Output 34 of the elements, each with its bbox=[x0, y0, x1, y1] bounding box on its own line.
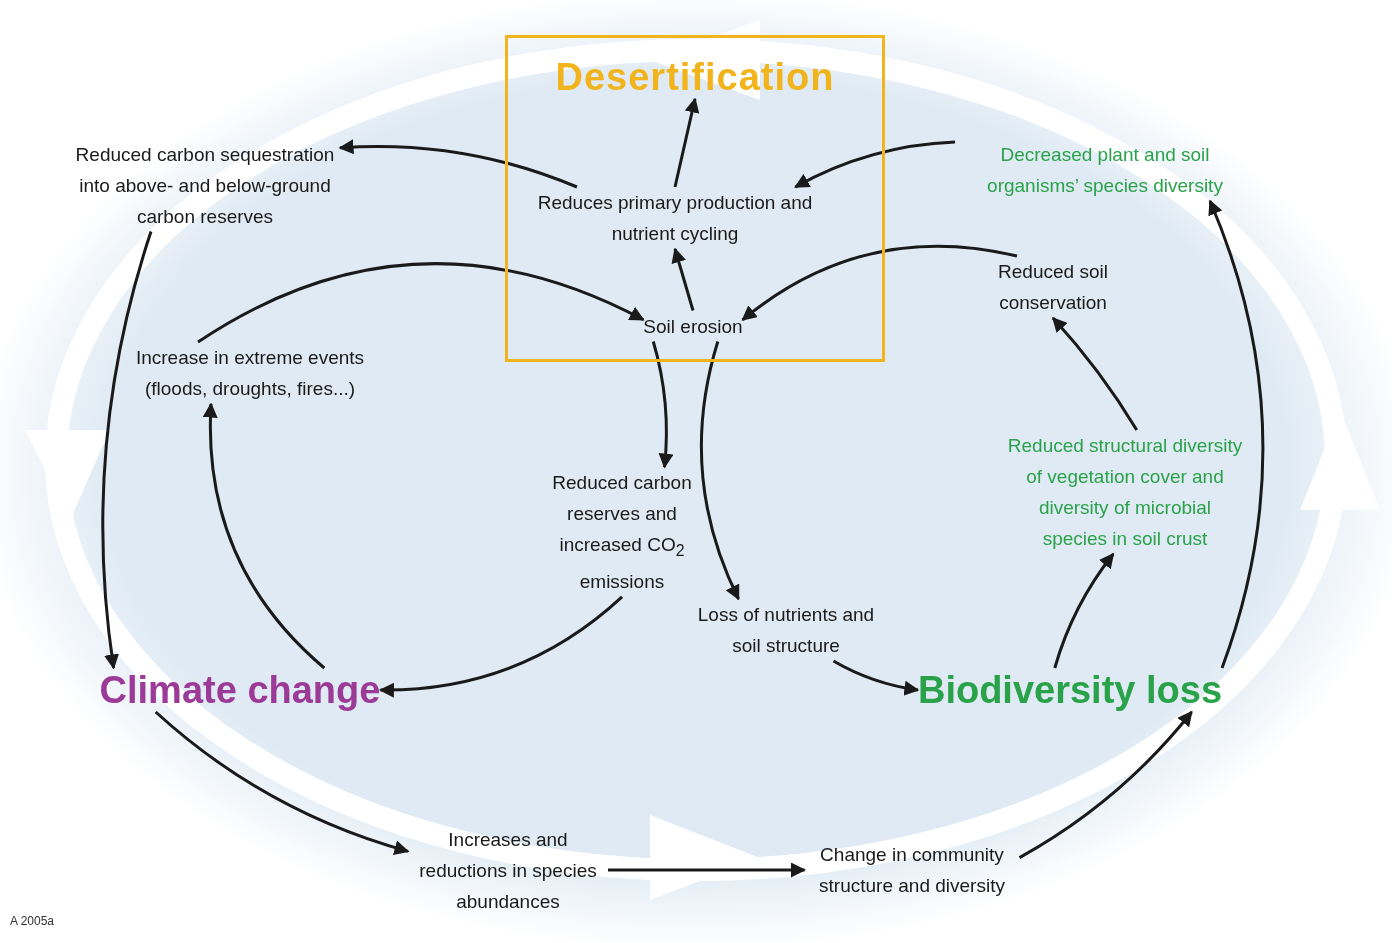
effect-text: Decreased plant and soil organisms’ species diversity bbox=[955, 139, 1255, 201]
arrow bbox=[203, 402, 326, 670]
arrow bbox=[832, 659, 920, 696]
effect-text: Soil erosion bbox=[643, 310, 743, 342]
effect-text: Reduced carbon reserves and increased CO$_{2}$ emissions bbox=[537, 467, 707, 597]
effect-text: Reduced carbon sequestration into above- and below-ground carbon reserves bbox=[70, 138, 340, 232]
heading: Desertification bbox=[555, 56, 835, 99]
arrow bbox=[673, 97, 700, 188]
effect-text: Reduced structural diversity of vegetation cover and diversity of microbial species in soil crust bbox=[1007, 430, 1243, 554]
arrow bbox=[338, 139, 578, 189]
arrow bbox=[1051, 316, 1139, 431]
figure-code: A 2005a bbox=[10, 914, 55, 928]
effect-text: Reduced soil conservation bbox=[963, 256, 1143, 318]
arrow bbox=[608, 862, 806, 878]
main-driver-title: Climate change bbox=[99, 668, 381, 712]
arrow bbox=[154, 710, 410, 855]
arrow bbox=[1053, 552, 1115, 669]
arrow bbox=[1208, 199, 1265, 669]
effect-text: Increases and reductions in species abundances bbox=[408, 823, 608, 917]
arrow bbox=[651, 341, 674, 469]
main-driver-title: Biodiversity loss bbox=[917, 668, 1223, 712]
arrow bbox=[741, 244, 1018, 321]
arrow bbox=[671, 247, 695, 311]
effect-text: Change in community structure and diversity bbox=[804, 839, 1020, 901]
desertification-box bbox=[505, 35, 885, 362]
arrow bbox=[197, 262, 645, 344]
effect-text: Reduces primary production and nutrient cycling bbox=[535, 187, 815, 249]
effect-text: Loss of nutrients and soil structure bbox=[691, 599, 881, 661]
arrow bbox=[101, 231, 153, 670]
arrow bbox=[699, 341, 740, 601]
arrow bbox=[794, 140, 956, 189]
effect-text: Increase in extreme events (floods, droughts, fires...) bbox=[120, 342, 380, 404]
arrow bbox=[1018, 710, 1193, 859]
arrow bbox=[378, 595, 623, 698]
